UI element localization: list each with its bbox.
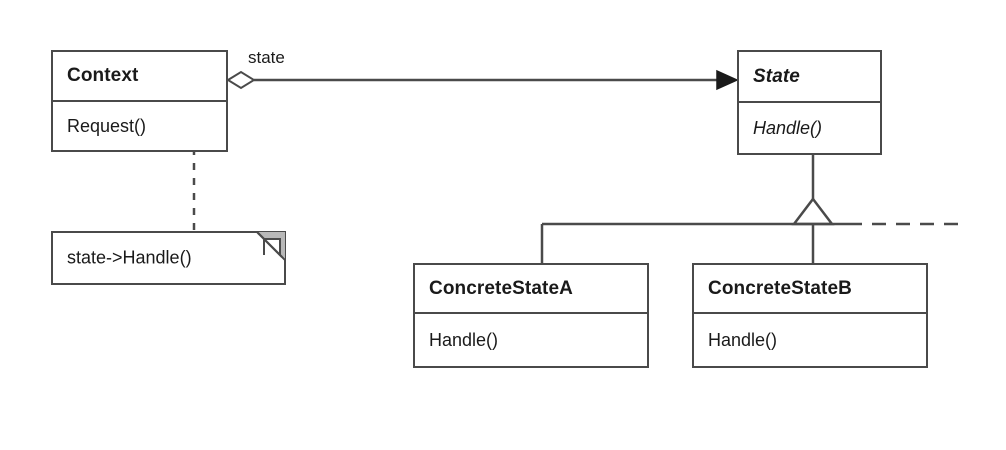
class-box-concrete-state-a[interactable]: ConcreteStateA Handle() bbox=[413, 263, 649, 368]
generalization-tree bbox=[540, 155, 958, 263]
class-name-state: State bbox=[753, 65, 800, 87]
note-box-request[interactable]: state->Handle() bbox=[51, 231, 286, 285]
class-box-concrete-state-b[interactable]: ConcreteStateB Handle() bbox=[692, 263, 928, 368]
note-text: state->Handle() bbox=[67, 247, 192, 268]
aggregation-diamond-icon bbox=[226, 70, 256, 90]
class-operation-state-handle: Handle() bbox=[739, 101, 880, 153]
class-name-concrete-state-b: ConcreteStateB bbox=[708, 277, 852, 299]
class-box-context[interactable]: Context Request() bbox=[51, 50, 228, 152]
inheritance-triangle-icon bbox=[791, 196, 835, 226]
navigability-arrow-icon bbox=[716, 69, 739, 91]
class-operation-concrete-state-b-handle: Handle() bbox=[694, 312, 926, 366]
note-fold-corner-icon bbox=[256, 231, 286, 261]
class-box-state[interactable]: State Handle() bbox=[737, 50, 882, 155]
class-name-context: Context bbox=[67, 65, 139, 86]
class-operation-context-request: Request() bbox=[53, 100, 226, 150]
association-context-state bbox=[226, 69, 739, 91]
association-role-label: state bbox=[248, 48, 285, 67]
class-name-concrete-state-a: ConcreteStateA bbox=[429, 277, 573, 299]
class-operation-concrete-state-a-handle: Handle() bbox=[415, 312, 647, 366]
